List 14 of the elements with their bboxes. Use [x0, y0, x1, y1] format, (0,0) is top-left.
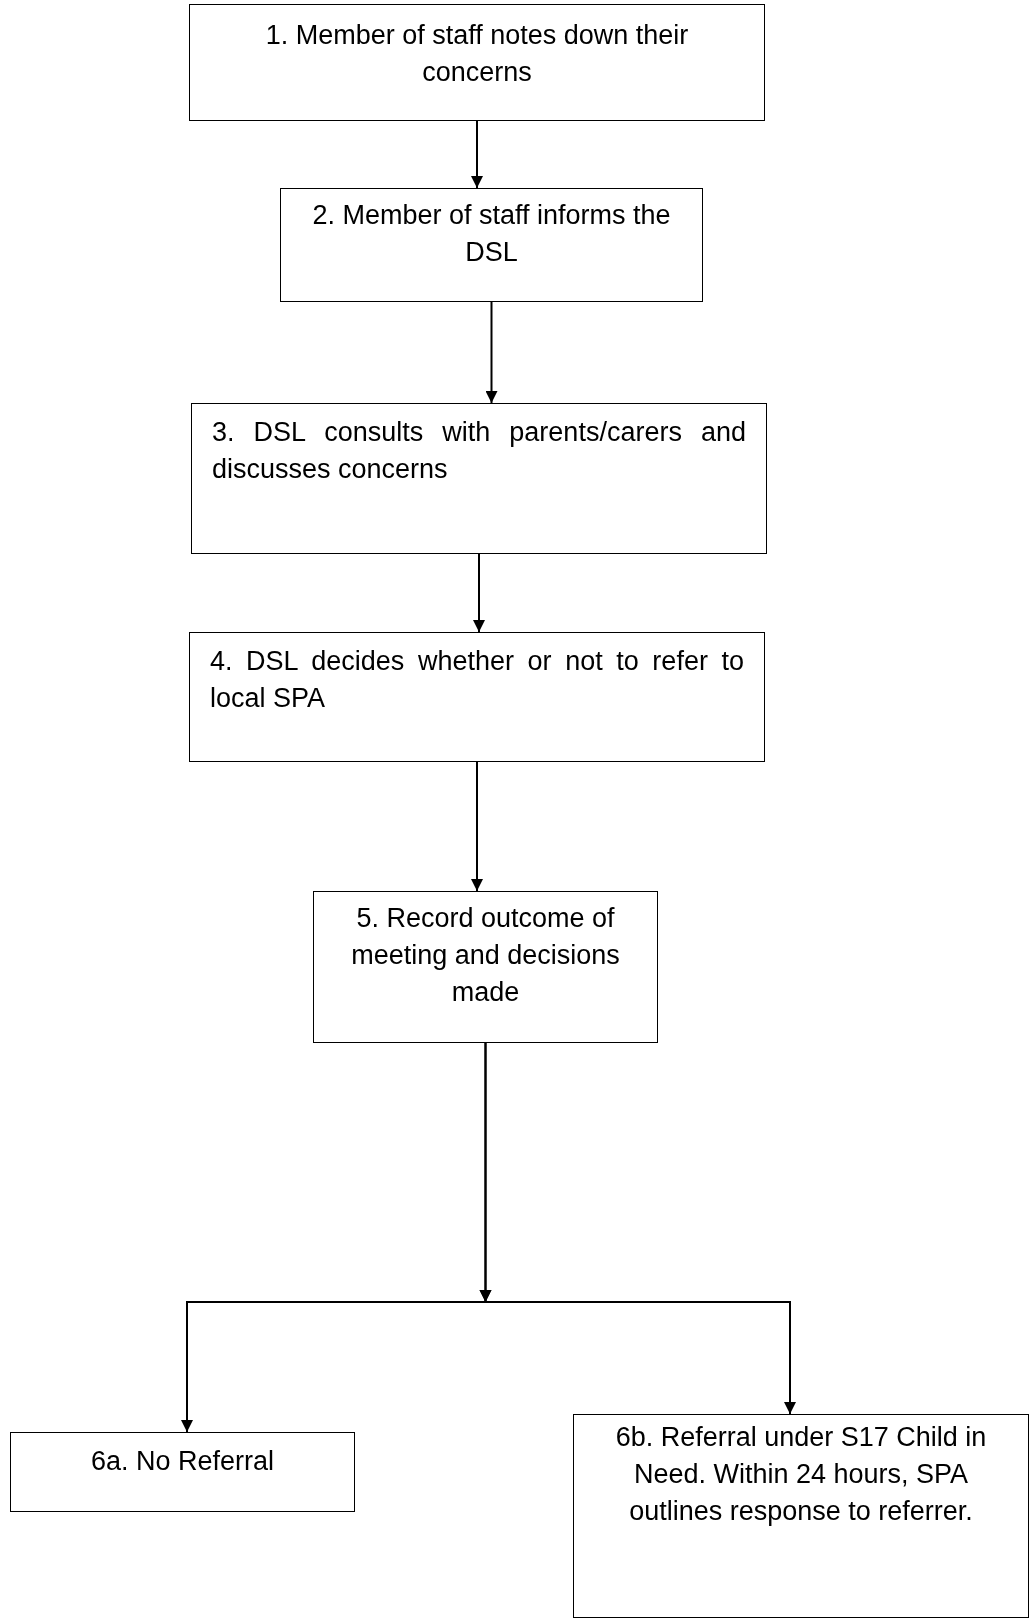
process-box	[573, 1414, 1029, 1618]
step-text: 5. Record outcome of meeting and decisions made	[350, 902, 621, 1009]
process-box	[280, 188, 703, 302]
process-box	[189, 4, 765, 121]
process-box	[10, 1432, 355, 1512]
process-box	[189, 632, 765, 762]
step-text: 1. Member of staff notes down their concerns	[264, 19, 690, 89]
step-text: 4. DSL decides whether or not to refer to local SPA	[210, 645, 744, 715]
process-box	[191, 403, 767, 554]
step-text: 6b. Referral under S17 Child in Need. Within 24 hours, SPA outlines response to referrer.	[614, 1421, 988, 1528]
step-text: 6a. No Referral	[89, 1445, 276, 1478]
step-text: 2. Member of staff informs the DSL	[311, 199, 672, 269]
step-text: 3. DSL consults with parents/carers and discusses concerns	[212, 416, 746, 486]
process-box	[313, 891, 658, 1043]
